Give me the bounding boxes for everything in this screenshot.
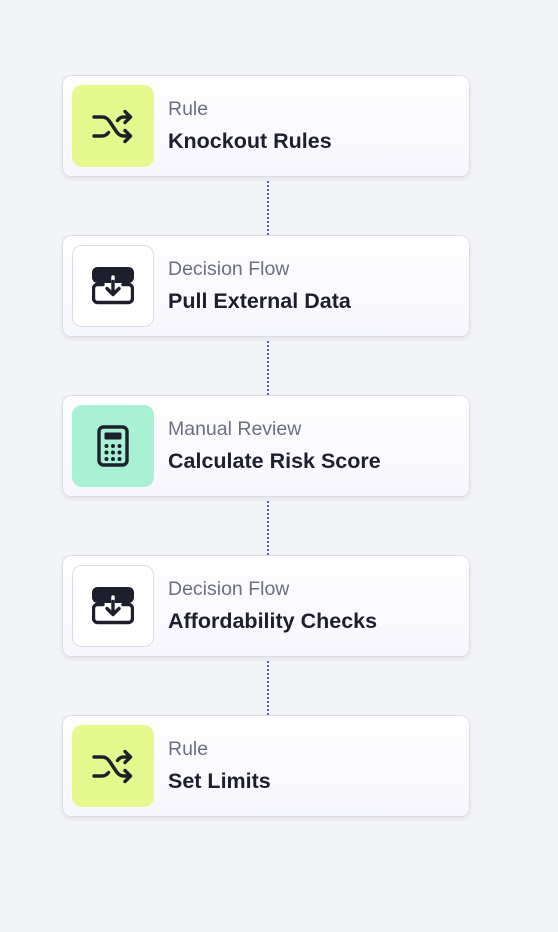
step-title: Knockout Rules: [168, 129, 332, 153]
shuffle-icon: [92, 749, 133, 784]
step-card-affordability-checks[interactable]: Decision Flow Affordability Checks: [62, 555, 470, 657]
inbox-download-icon: [92, 587, 134, 625]
step-card-pull-external-data[interactable]: Decision Flow Pull External Data: [62, 235, 470, 337]
step-type-label: Decision Flow: [168, 578, 290, 600]
connector-line: [62, 497, 470, 555]
step-type-label: Decision Flow: [168, 258, 290, 280]
step-title: Set Limits: [168, 769, 271, 793]
shuffle-icon: [92, 109, 133, 144]
step-card-set-limits[interactable]: Rule Set Limits: [62, 715, 470, 817]
calculator-icon: [97, 425, 129, 467]
manual-review-icon-tile: [72, 405, 154, 487]
step-type-label: Rule: [168, 98, 209, 120]
decision-flow-icon-tile: [72, 245, 154, 327]
step-type-label: Rule: [168, 738, 209, 760]
step-title: Calculate Risk Score: [168, 449, 381, 473]
connector-line: [62, 657, 470, 715]
workflow-diagram: Rule Knockout Rules Decision Flow Pull E…: [62, 75, 470, 817]
step-title: Pull External Data: [168, 289, 351, 313]
inbox-download-icon: [92, 267, 134, 305]
step-title: Affordability Checks: [168, 609, 378, 633]
rule-icon-tile: [72, 85, 154, 167]
rule-icon-tile: [72, 725, 154, 807]
connector-line: [62, 177, 470, 235]
step-card-knockout-rules[interactable]: Rule Knockout Rules: [62, 75, 470, 177]
step-type-label: Manual Review: [168, 418, 302, 440]
connector-line: [62, 337, 470, 395]
step-card-calculate-risk-score[interactable]: Manual Review Calculate Risk Score: [62, 395, 470, 497]
decision-flow-icon-tile: [72, 565, 154, 647]
